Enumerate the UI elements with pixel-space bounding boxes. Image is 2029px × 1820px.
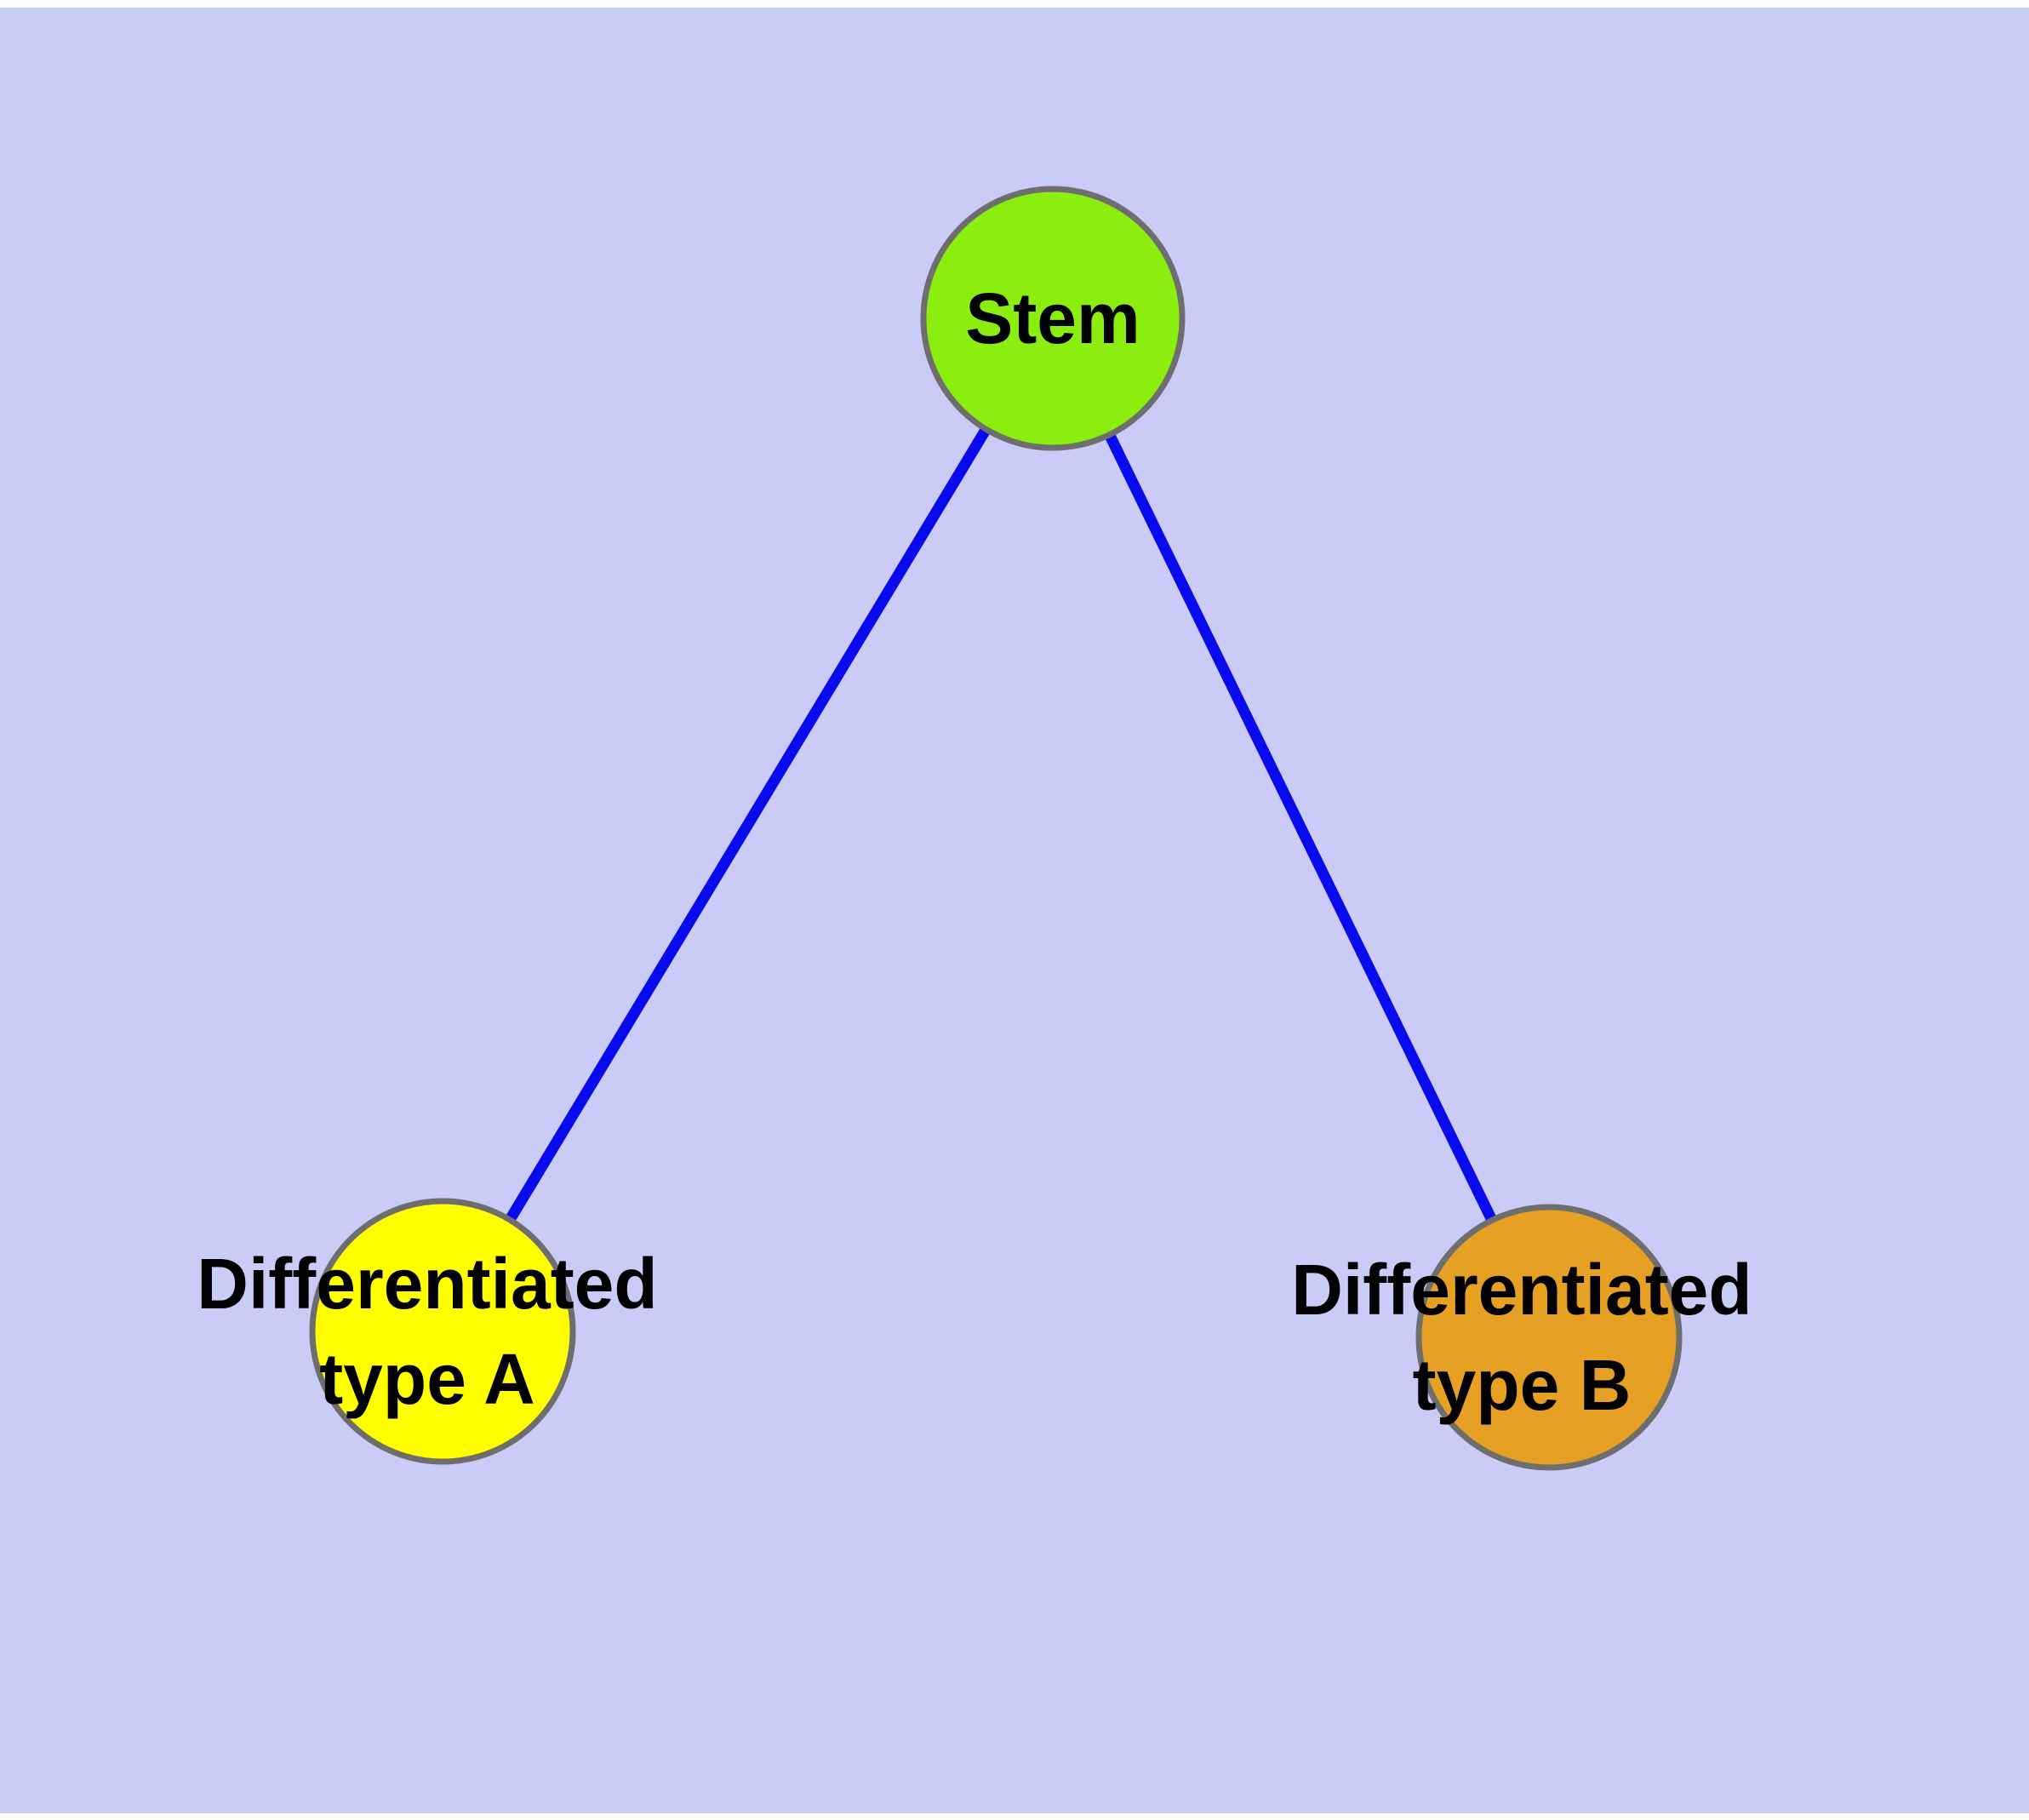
node-type-a: Differentiated type A xyxy=(197,1198,658,1465)
node-type-a-label-line2: type A xyxy=(319,1339,535,1419)
node-type-b: Differentiated type B xyxy=(1291,1204,1752,1471)
node-stem: Stem xyxy=(920,186,1186,451)
node-type-a-circle xyxy=(309,1198,576,1465)
edge-stem-to-type-b xyxy=(1048,316,1554,1340)
node-type-b-label-line1: Differentiated xyxy=(1291,1250,1752,1330)
node-type-a-label-line1: Differentiated xyxy=(197,1244,657,1324)
node-stem-label: Stem xyxy=(965,278,1140,358)
edges-layer xyxy=(437,315,1554,1340)
node-type-b-label-line2: type B xyxy=(1413,1345,1632,1425)
node-stem-circle xyxy=(920,186,1186,451)
edge-stem-to-type-a xyxy=(437,315,1058,1335)
node-type-b-circle xyxy=(1415,1204,1683,1471)
